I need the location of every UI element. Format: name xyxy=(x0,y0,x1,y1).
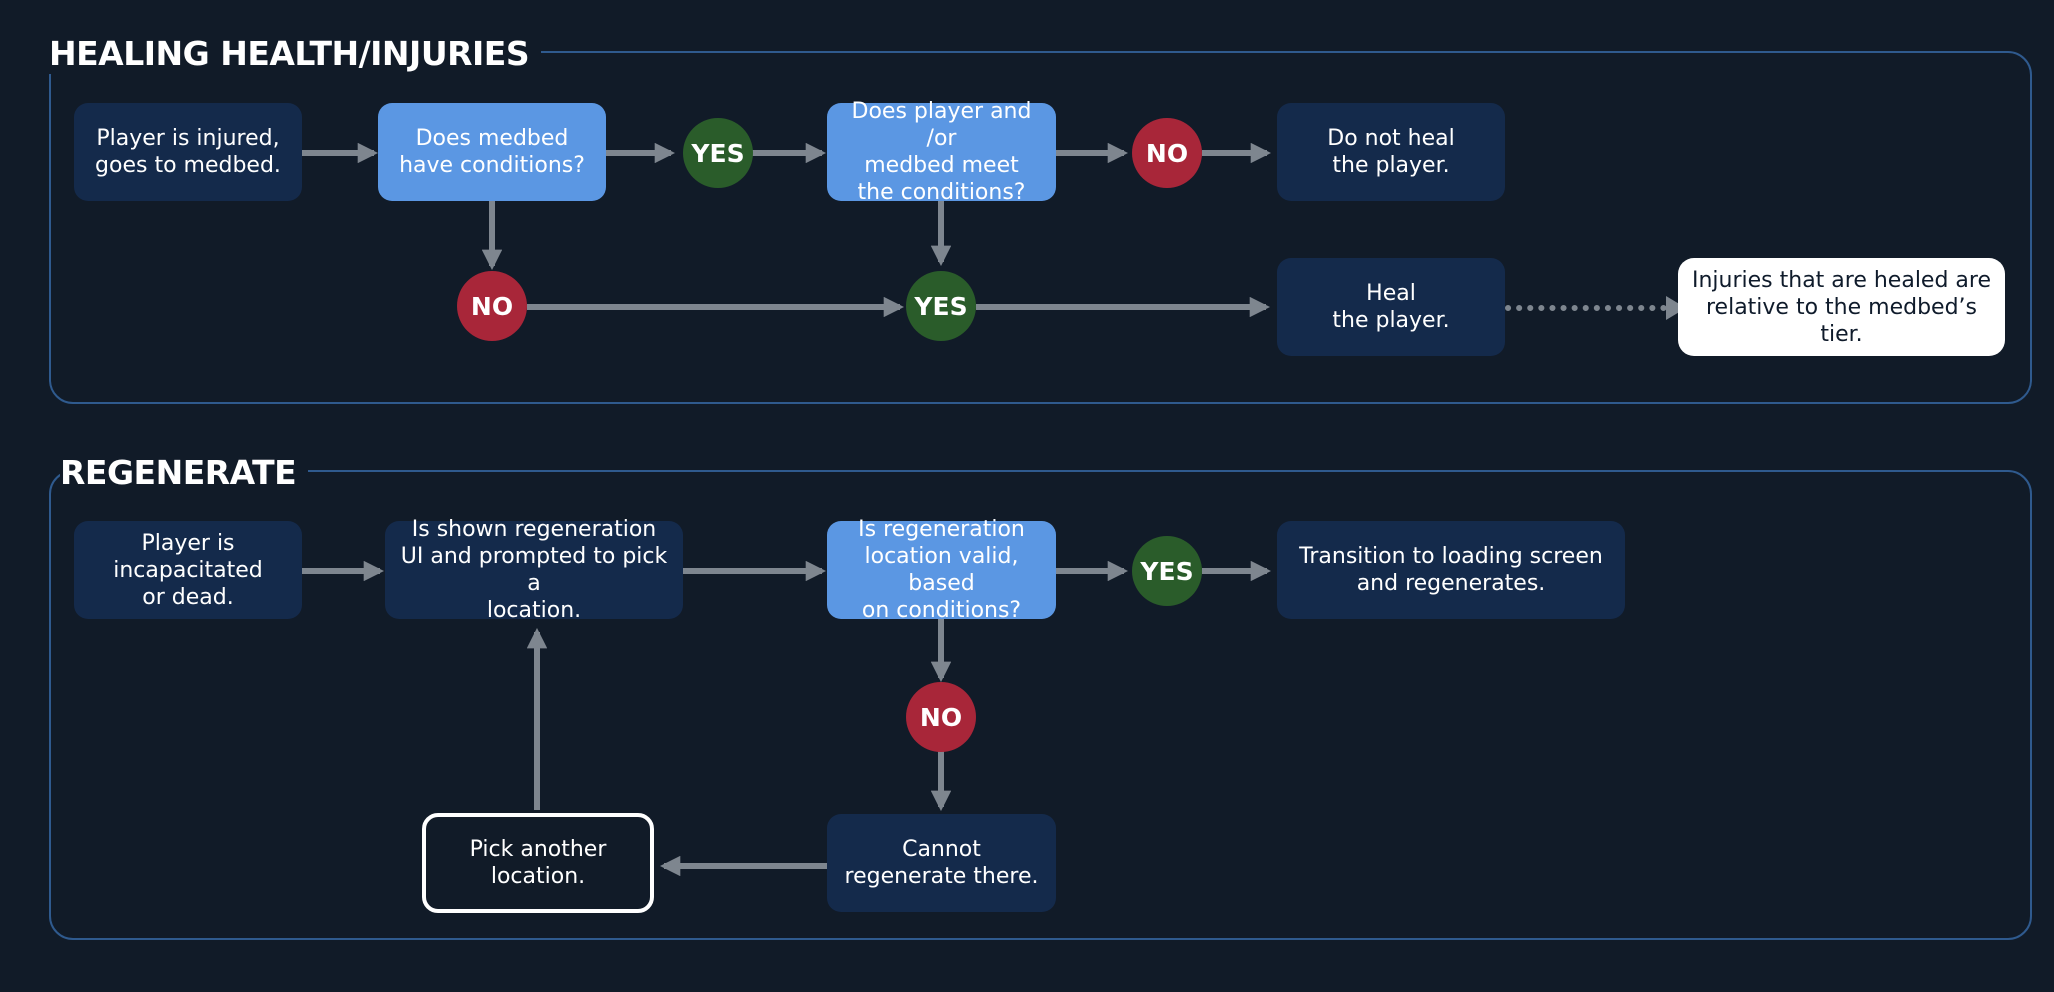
node-location-valid: Is regeneration location valid, based on… xyxy=(827,517,1056,623)
healing-section-frame xyxy=(49,51,2032,404)
decision-yes-regenerate: YES xyxy=(1132,536,1202,606)
dotted-arrow-head xyxy=(1666,296,1686,320)
node-injuries-note: Injuries that are healed are relative to… xyxy=(1678,258,2005,356)
node-pick-another-location: Pick another location. xyxy=(422,813,654,913)
healing-section-title: HEALING HEALTH/INJURIES xyxy=(49,34,542,74)
decision-no-2: NO xyxy=(457,271,527,341)
node-transition-loading: Transition to loading screen and regener… xyxy=(1277,521,1625,619)
decision-no-regenerate: NO xyxy=(906,682,976,752)
node-player-injured: Player is injured, goes to medbed. xyxy=(74,103,302,201)
node-do-not-heal: Do not heal the player. xyxy=(1277,103,1505,201)
node-heal-player: Heal the player. xyxy=(1277,258,1505,356)
decision-yes-1: YES xyxy=(683,118,753,188)
regenerate-section-title: REGENERATE xyxy=(60,453,309,493)
node-medbed-conditions: Does medbed have conditions? xyxy=(378,103,606,201)
node-shown-regeneration-ui: Is shown regeneration UI and prompted to… xyxy=(385,517,683,623)
node-player-incapacitated: Player is incapacitated or dead. xyxy=(74,521,302,619)
decision-yes-2: YES xyxy=(906,271,976,341)
decision-no-1: NO xyxy=(1132,118,1202,188)
node-player-meets-conditions: Does player and /or medbed meet the cond… xyxy=(827,99,1056,205)
node-cannot-regenerate: Cannot regenerate there. xyxy=(827,814,1056,912)
regenerate-section-frame xyxy=(49,470,2032,940)
